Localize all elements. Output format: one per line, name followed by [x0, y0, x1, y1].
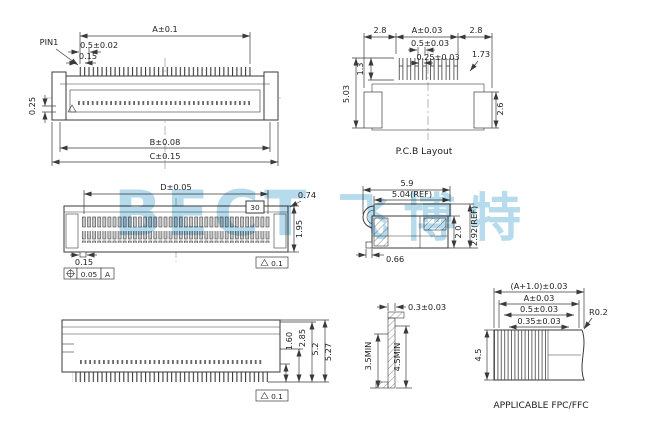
dim-pitch-label: 0.5±0.02 [80, 40, 118, 50]
dim-b-label: B±0.08 [150, 137, 181, 147]
solder-pin-row [72, 372, 268, 382]
right-ear [263, 71, 279, 121]
dim-3-label: 5.2 [310, 342, 320, 355]
gdt-datum-label: A [105, 270, 110, 279]
flatness-tolerance-label: 0.1 [271, 392, 283, 401]
dim-1-label: 1.60 [284, 332, 294, 350]
dim-body-depth-label: 5.04(REF) [392, 189, 432, 199]
flatness-frame [255, 389, 289, 402]
pin-comb [78, 67, 252, 78]
flatness-symbol-icon [260, 391, 269, 399]
section-detail-view: 0.3±0.03 3.5MIN 4.5MIN [363, 302, 446, 389]
dim-2-label: 2.85 [297, 329, 307, 347]
dim-contact-label: 0.15 [75, 257, 93, 267]
hatch-area-left [373, 217, 389, 247]
dim-right-margin-label: 2.8 [469, 25, 482, 35]
slot-outline [69, 89, 261, 113]
actuator-cover [373, 203, 451, 217]
side-section-view: 5.9 5.04(REF) 2.0 2.92(REF) 0.66 [356, 178, 479, 264]
dim-overall-depth-label: 5.9 [400, 178, 413, 188]
dim-4-label: 5.27 [323, 343, 333, 361]
mounting-foot [365, 241, 373, 249]
dim-pcb-pitch-label: 0.5±0.03 [411, 38, 449, 48]
fpc-title: APPLICABLE FPC/FFC [493, 400, 588, 411]
closed-side-view: 1.60 2.85 5.2 5.27 0.1 [61, 319, 333, 402]
stiffener-plate [387, 317, 396, 389]
pcb-layout-title: P.C.B Layout [396, 146, 453, 157]
pcb-side-pad-right [473, 91, 493, 129]
dim-pad-width-label: 0.15 [79, 51, 97, 61]
left-ear [51, 71, 67, 121]
dim-fpc-depth-label: 4.5 [473, 348, 483, 361]
dim-fpc-overall-label: (A+1.0)±0.03 [511, 281, 568, 291]
dim-side-pad-offset-label: 1.73 [472, 49, 490, 59]
hatch-area-right [423, 217, 447, 231]
dim-pad-span-label: A±0.03 [412, 25, 443, 35]
gdt-frame-datum-cell [100, 267, 115, 280]
dim-fpc-finger-label: 0.35±0.03 [517, 316, 560, 326]
dim-overall-height-label: 2.92(REF) [469, 206, 479, 246]
dim-top-label: 0.74 [298, 190, 316, 200]
connector-body [59, 75, 271, 121]
gdt-tolerance-label: 0.05 [81, 270, 98, 279]
front-view: 30 D±0.05 0.74 1.95 0.15 0.05 A 0.1 [63, 182, 316, 280]
contact-foot [79, 251, 87, 258]
stiffener-flange-top [387, 311, 405, 319]
dim-c-label: C±0.15 [150, 151, 181, 161]
dim-thickness-label: 0.3±0.03 [408, 302, 446, 312]
contact-row-lower [82, 231, 270, 243]
actuator-hook [362, 205, 375, 229]
dim-radius-label: R0.2 [589, 307, 608, 317]
dim-fpc-span-label: A±0.03 [524, 293, 555, 303]
dim-foot-label: 0.66 [386, 254, 404, 264]
dim-fpc-pitch-label: 0.5±0.03 [520, 304, 558, 314]
pin1-label: PIN1 [40, 37, 59, 47]
pin-count-box [245, 200, 265, 214]
dim-min2-label: 4.5MIN [392, 343, 402, 372]
dim-left-margin-label: 2.8 [373, 25, 386, 35]
dim-a-label: A±0.1 [152, 24, 177, 34]
pin-count-label: 30 [250, 203, 260, 212]
fpc-view: R0.2 (A+1.0)±0.03 A±0.03 0.5±0.03 0.35±0… [473, 281, 608, 411]
flatness-frame [255, 256, 289, 269]
dim-front-height-label: 1.95 [294, 220, 304, 238]
dim-body-height-label: 2.0 [453, 225, 463, 238]
contact-row-upper [82, 216, 270, 228]
dim-edge-label: 0.25 [27, 97, 37, 115]
dim-pcb-height-label: 5.03 [341, 85, 351, 103]
flatness-symbol-icon [260, 258, 269, 266]
dim-side-pad-height-label: 2.6 [495, 102, 505, 115]
flatness-tolerance-label: 0.1 [271, 259, 283, 268]
fpc-finger-area [493, 329, 549, 381]
front-body [63, 205, 289, 253]
pcb-side-pad-left [363, 91, 383, 129]
pcb-layout-view: 2.8 A±0.03 2.8 0.5±0.03 0.25±0.03 1.3 1.… [341, 25, 505, 157]
dim-min1-label: 3.5MIN [363, 342, 373, 371]
orientation-triangle [67, 104, 77, 113]
top-view: A±0.1 0.5±0.02 0.15 PIN1 0.25 B±0.08 C±0… [27, 24, 284, 172]
dim-d-label: D±0.05 [160, 182, 191, 192]
dim-pad-length-label: 1.3 [355, 62, 365, 75]
closed-body [61, 319, 281, 373]
dim-pcb-pad-width-label: 0.25±0.03 [416, 52, 459, 62]
